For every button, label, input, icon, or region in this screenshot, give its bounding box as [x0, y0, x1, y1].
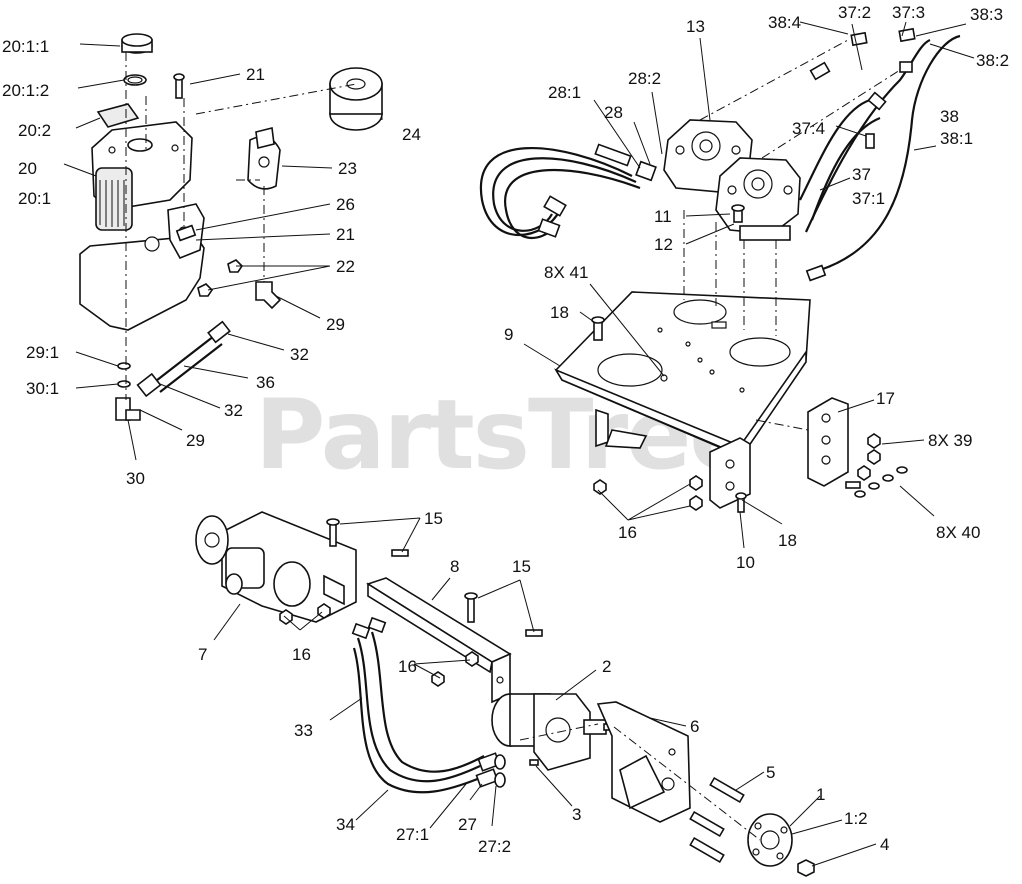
- bolt-row-8x40: [845, 466, 908, 498]
- callout-38: 38: [940, 107, 959, 126]
- callout-18-bot: 18: [778, 531, 797, 550]
- callout-20-1-2: 20:1:2: [2, 81, 49, 100]
- callout-38-4: 38:4: [768, 13, 801, 32]
- callout-37: 37: [852, 165, 871, 184]
- callout-37-4: 37:4: [792, 119, 825, 138]
- callout-29-top: 29: [326, 315, 345, 334]
- callout-1-2: 1:2: [844, 809, 868, 828]
- callout-38-2: 38:2: [976, 51, 1009, 70]
- callout-29-bot: 29: [186, 431, 205, 450]
- callout-38-1: 38:1: [940, 129, 973, 148]
- callout-8x40: 8X 40: [936, 523, 980, 542]
- leader-lines: [63, 21, 975, 867]
- callout-8: 8: [450, 557, 459, 576]
- callout-labels: 20:1:1 20:1:2 21 20:2 20 20:1 24 23 26 2…: [2, 3, 1009, 856]
- callout-18-top: 18: [550, 303, 569, 322]
- callout-17: 17: [876, 389, 895, 408]
- callout-15-right: 15: [512, 557, 531, 576]
- callout-16-plate: 16: [398, 657, 417, 676]
- callout-28-2: 28:2: [628, 69, 661, 88]
- callout-3: 3: [572, 805, 581, 824]
- callout-29-1: 29:1: [26, 343, 59, 362]
- reservoir-assembly: [79, 33, 383, 421]
- callout-12: 12: [654, 235, 673, 254]
- callout-2: 2: [602, 657, 611, 676]
- motor-assembly: [195, 511, 815, 877]
- frame-assembly: [554, 210, 908, 513]
- callout-20-1: 20:1: [18, 189, 51, 208]
- callout-16-bracket: 16: [292, 645, 311, 664]
- callout-5: 5: [766, 763, 775, 782]
- callout-37-3: 37:3: [892, 3, 925, 22]
- callout-22: 22: [336, 257, 355, 276]
- callout-30: 30: [126, 469, 145, 488]
- callout-38-3: 38:3: [970, 5, 1003, 24]
- callout-36: 36: [256, 373, 275, 392]
- callout-32-top: 32: [290, 345, 309, 364]
- callout-27: 27: [458, 815, 477, 834]
- callout-32-bot: 32: [224, 401, 243, 420]
- callout-20-2: 20:2: [18, 121, 51, 140]
- callout-21-top: 21: [246, 65, 265, 84]
- callout-28: 28: [604, 103, 623, 122]
- callout-30-1: 30:1: [26, 379, 59, 398]
- callout-8x41: 8X 41: [544, 263, 588, 282]
- callout-20: 20: [18, 159, 37, 178]
- callout-26: 26: [336, 195, 355, 214]
- callout-11: 11: [654, 207, 672, 226]
- pump-assembly: [479, 27, 961, 282]
- callout-4: 4: [880, 835, 889, 854]
- callout-1: 1: [816, 785, 825, 804]
- callout-20-1-1: 20:1:1: [2, 37, 49, 56]
- callout-24: 24: [402, 125, 421, 144]
- callout-33: 33: [294, 721, 313, 740]
- callout-21-mid: 21: [336, 225, 355, 244]
- callout-15-left: 15: [424, 509, 443, 528]
- callout-7: 7: [198, 645, 207, 664]
- callout-9: 9: [504, 325, 513, 344]
- callout-34: 34: [336, 815, 355, 834]
- callout-27-1: 27:1: [396, 825, 429, 844]
- callout-16-frame: 16: [618, 523, 637, 542]
- callout-13: 13: [686, 17, 705, 36]
- callout-37-1: 37:1: [852, 189, 885, 208]
- callout-8x39: 8X 39: [928, 431, 972, 450]
- callout-10: 10: [736, 553, 755, 572]
- callout-27-2: 27:2: [478, 837, 511, 856]
- callout-37-2: 37:2: [838, 3, 871, 22]
- callout-23: 23: [338, 159, 357, 178]
- callout-6: 6: [690, 717, 699, 736]
- callout-28-1: 28:1: [548, 83, 581, 102]
